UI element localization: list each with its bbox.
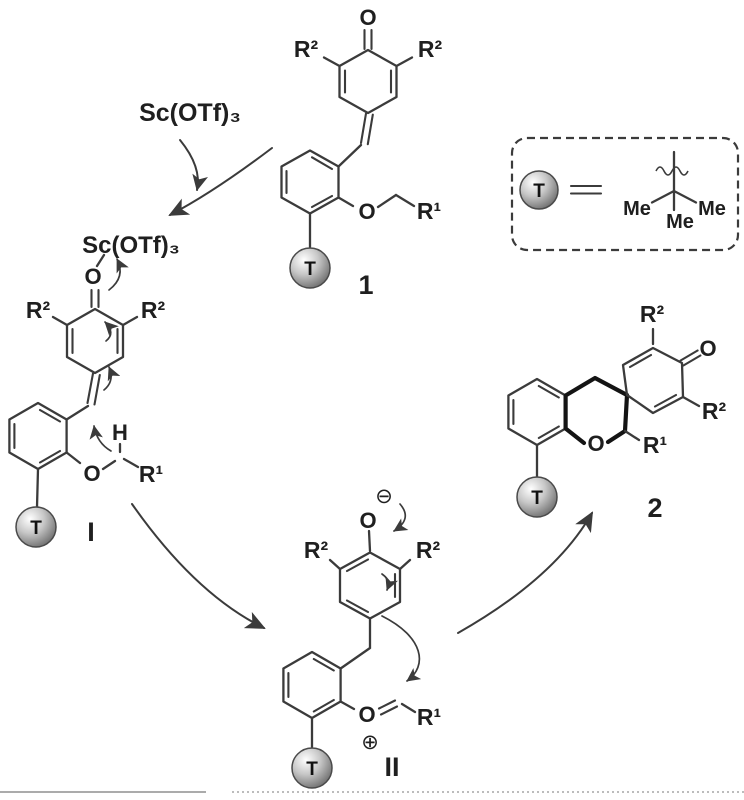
- equals-sign: [569, 184, 603, 195]
- electron-arrow-hydride-shift: [89, 425, 112, 452]
- arrow-1-to-I: [168, 147, 273, 216]
- carbonyl-oxygen-label: O: [359, 5, 376, 30]
- arrow-II-to-2: [457, 511, 593, 634]
- catalyst-annotation: Sc(OTf)₃: [139, 99, 273, 216]
- electron-arrow-ring-top: [104, 321, 119, 342]
- dienone-ring: [621, 346, 685, 415]
- ketone-oxygen-label: O: [699, 336, 716, 361]
- product-2: R² O R² O R¹ T 2: [507, 301, 727, 523]
- double-bond-lines: [287, 558, 399, 716]
- r2-left-label: R²: [26, 297, 51, 323]
- ring-oxygen-label: O: [587, 431, 604, 456]
- electron-arrow-phenolate: [393, 503, 409, 532]
- t-group-ball: [291, 747, 333, 789]
- t-group-label: T: [304, 259, 316, 280]
- minus-charge-symbol: ⊖: [375, 485, 393, 508]
- quinone-ring: [338, 48, 398, 115]
- r1-label: R¹: [139, 461, 163, 487]
- benzo-ring: [507, 377, 567, 447]
- benzene-ring: [8, 401, 68, 471]
- tbutyl-bonds: [650, 150, 698, 212]
- carbonyl-oxygen-label: O: [84, 264, 101, 289]
- catalyst-label: Sc(OTf)₃: [139, 99, 241, 127]
- electron-arrow-o-to-sc: [108, 258, 129, 291]
- r2-right-label: R²: [141, 297, 166, 323]
- t-group-label: T: [306, 759, 318, 780]
- wavy-attachment-bond: [655, 166, 689, 176]
- benzene-ring: [282, 650, 342, 720]
- intermediate-II: ⊖ O R² R² O ⊕ R¹ T II: [282, 485, 441, 789]
- double-bond-lines: [512, 349, 702, 440]
- r2-left-label: R²: [294, 36, 319, 62]
- r1-label: R¹: [417, 198, 441, 224]
- r2-top-label: R²: [640, 301, 665, 327]
- compound-number: 2: [647, 493, 662, 523]
- electron-arrow-ring-bottom: [103, 366, 121, 391]
- compound-1: O R² R² O R¹ T 1: [280, 5, 443, 300]
- t-group-ball: [516, 476, 558, 518]
- ether-oxygen-label: O: [83, 461, 100, 486]
- single-bonds: [535, 327, 701, 479]
- t-group-label: T: [30, 518, 42, 539]
- double-bond-lines: [285, 28, 393, 209]
- t-group-ball: [289, 247, 331, 289]
- single-bonds: [308, 56, 416, 249]
- t-group-ball: [15, 506, 57, 548]
- phenolate-oxygen-label: O: [359, 508, 376, 533]
- intermediate-label: II: [384, 752, 399, 782]
- sc-otf3-label: Sc(OTf)₃: [82, 232, 180, 259]
- single-bonds: [310, 529, 417, 749]
- intermediate-I: Sc(OTf)₃ O R² R² H O R¹ T I: [8, 232, 180, 548]
- single-bonds: [35, 315, 140, 509]
- me-right-label: Me: [698, 198, 726, 220]
- phenolate-ring: [338, 551, 402, 620]
- r1-label: R¹: [417, 704, 441, 730]
- r2-right-label: R²: [702, 398, 727, 424]
- t-group-label: T: [533, 181, 545, 202]
- me-left-label: Me: [623, 198, 651, 220]
- t-group-label: T: [531, 488, 543, 509]
- electron-arrow-ring: [381, 573, 399, 591]
- plus-charge-symbol: ⊕: [361, 731, 379, 754]
- r2-right-label: R²: [418, 36, 443, 62]
- h-label: H: [112, 420, 128, 445]
- oxocarbenium-oxygen-label: O: [358, 702, 375, 727]
- intermediate-label: I: [87, 517, 95, 547]
- benzene-ring: [280, 149, 340, 215]
- legend-box: T Me Me Me: [510, 136, 740, 252]
- electron-arrow-to-oxocarbenium: [381, 615, 422, 682]
- r2-right-label: R²: [416, 537, 441, 563]
- r1-label: R¹: [643, 432, 667, 458]
- quinone-ring: [65, 307, 125, 375]
- compound-number: 1: [358, 270, 373, 300]
- r2-left-label: R²: [304, 537, 329, 563]
- legend-border: [510, 136, 740, 252]
- o-sc-bond: [95, 253, 106, 268]
- me-bottom-label: Me: [666, 211, 694, 233]
- double-bond-lines: [13, 288, 119, 464]
- ether-oxygen-label: O: [358, 199, 375, 224]
- arrow-I-to-II: [131, 503, 266, 629]
- t-group-ball: [519, 170, 559, 210]
- catalyst-addition-arrow: [179, 139, 208, 191]
